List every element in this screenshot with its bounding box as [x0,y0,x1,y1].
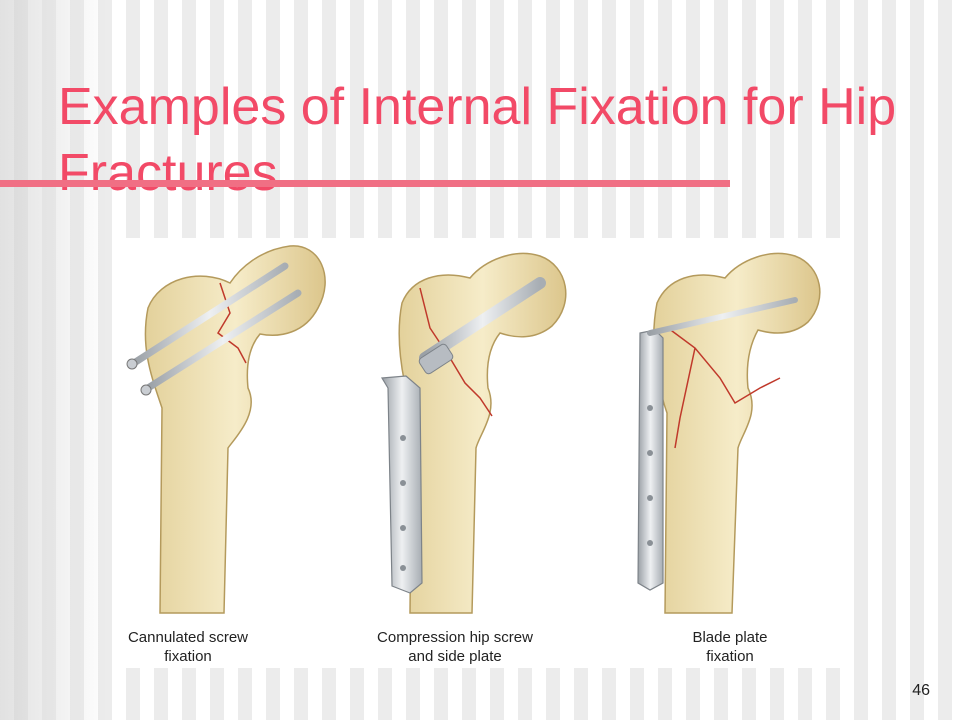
cannulated-screws-icon [126,262,302,396]
fracture-line-2 [419,287,493,417]
caption-compression-hip-screw: Compression hip screw and side plate [377,629,533,665]
caption-blade-plate: Blade plate fixation [692,629,768,665]
femur-bone-3 [653,252,821,614]
fracture-line-3 [667,327,781,449]
blade-plate-icon [637,297,798,591]
femur-panel-3 [637,252,821,614]
compression-screw-plate-icon [380,277,546,594]
femur-panel-2 [380,252,567,614]
femur-panel-1 [126,245,326,614]
femur-drawings [126,245,821,614]
slide-left-gradient [0,0,110,720]
slide-number: 46 [912,682,930,699]
slide-title: Examples of Internal Fixation for Hip Fr… [58,78,897,202]
title-underline [0,180,730,187]
caption-cannulated-screw: Cannulated screw fixation [127,629,249,665]
femur-bone-1 [144,245,326,614]
hip-fixation-illustration: Cannulated screw fixation Compression hi… [120,238,840,668]
